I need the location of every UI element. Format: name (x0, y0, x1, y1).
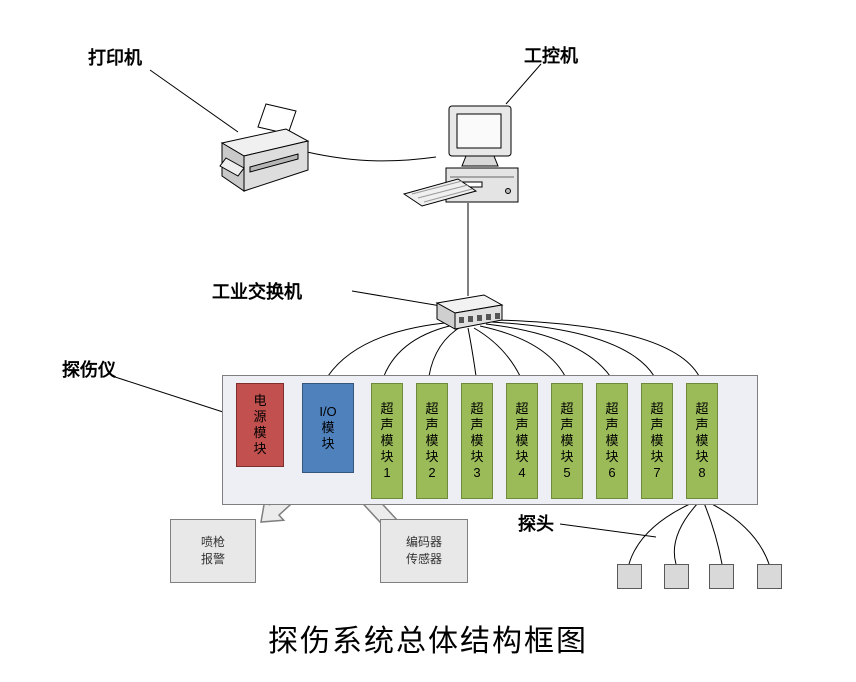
probe-wire-3 (703, 502, 723, 565)
switch-to-m5-line (479, 325, 566, 377)
pc-case (445, 167, 519, 203)
keyboard (402, 178, 478, 207)
ultrasonic-module-1: 超 声 模 块 1 (371, 383, 403, 499)
probe-wire-4 (709, 502, 770, 565)
probe-wire-1 (628, 502, 693, 565)
keyboard-keys-line1 (411, 180, 463, 195)
ipc-label: 工控机 (524, 46, 578, 66)
printer-to-pc-line (306, 151, 437, 162)
switch-to-m3-line (467, 327, 477, 377)
switch-illustration (435, 294, 504, 330)
connection-lines (306, 151, 700, 377)
probe-2 (664, 564, 689, 589)
switch-to-m2-line (428, 325, 463, 377)
switch-to-m7-line (491, 321, 655, 377)
switch-to-m8-line (496, 319, 700, 377)
switch-left (436, 302, 456, 330)
io-module: I/O 模 块 (302, 383, 354, 473)
spray-gun-alarm-box: 喷枪 报警 (170, 519, 256, 583)
switch-to-m4-line (473, 327, 521, 377)
monitor-screen (456, 113, 502, 149)
ipc-label-line (505, 63, 542, 105)
keyboard-keys-line2 (417, 184, 469, 199)
encoder-sensor-box: 编码器 传感器 (380, 519, 468, 583)
probe-wires (628, 502, 770, 565)
switch-label-line (351, 290, 442, 307)
probe-3 (709, 564, 734, 589)
switch-to-m6-line (485, 323, 611, 377)
ultrasonic-module-8: 超 声 模 块 8 (686, 383, 718, 499)
ultrasonic-module-3: 超 声 模 块 3 (461, 383, 493, 499)
ultrasonic-module-2: 超 声 模 块 2 (416, 383, 448, 499)
probe-4 (757, 564, 782, 589)
switch-ports (459, 313, 500, 323)
printer-paper (257, 103, 297, 135)
monitor-stand (461, 155, 499, 167)
printer-left (221, 142, 245, 192)
printer-front (243, 140, 309, 192)
pc-power-button (505, 188, 511, 194)
ultrasonic-module-4: 超 声 模 块 4 (506, 383, 538, 499)
switch-top (435, 294, 504, 314)
switch-to-io-line (327, 321, 456, 377)
power-module: 电 源 模 块 (236, 383, 284, 467)
computer-illustration (402, 105, 519, 207)
probe-label-line (559, 523, 657, 538)
ultrasonic-module-7: 超 声 模 块 7 (641, 383, 673, 499)
probe-label: 探头 (518, 514, 554, 534)
printer-illustration (219, 103, 310, 192)
diagram-title: 探伤系统总体结构框图 (268, 625, 588, 658)
pc-drive-bay (451, 181, 483, 188)
switch-to-m1-line (383, 323, 459, 377)
ultrasonic-module-5: 超 声 模 块 5 (551, 383, 583, 499)
switch-label: 工业交换机 (212, 282, 302, 302)
probe-wire-2 (673, 502, 699, 565)
detector-label-line (111, 375, 224, 413)
printer-tray (219, 157, 245, 177)
keyboard-keys-line3 (423, 188, 473, 203)
printer-label-line (149, 69, 239, 133)
printer-slot (249, 153, 299, 173)
ultrasonic-module-6: 超 声 模 块 6 (596, 383, 628, 499)
printer-label: 打印机 (88, 48, 142, 68)
printer-top (220, 128, 310, 157)
monitor-body (448, 105, 512, 157)
probe-1 (617, 564, 642, 589)
detector-label: 探伤仪 (62, 360, 116, 380)
switch-front (454, 304, 503, 330)
